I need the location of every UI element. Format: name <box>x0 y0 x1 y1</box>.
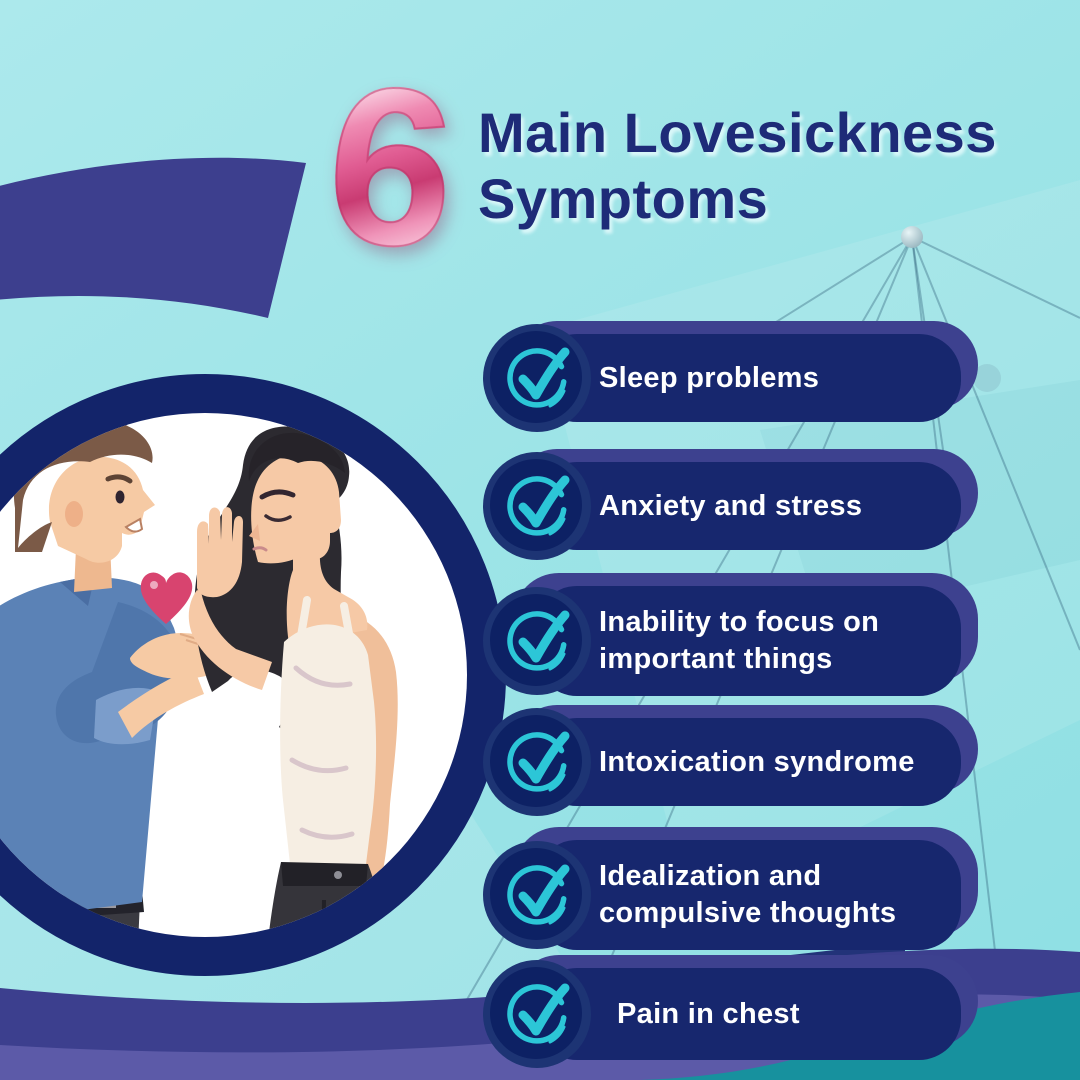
decor-arc <box>0 157 306 318</box>
page-title: Main Lovesickness Symptoms <box>478 100 1038 232</box>
symptom-item: Inability to focus on important things <box>483 573 978 696</box>
symptom-item: Anxiety and stress <box>483 449 978 560</box>
symptom-pill: Pain in chest <box>535 968 961 1060</box>
symptom-label: Intoxication syndrome <box>599 745 915 778</box>
symptom-pill: Intoxication syndrome <box>535 718 961 806</box>
symptom-item: Pain in chest <box>483 955 978 1068</box>
symptom-pill: Inability to focus on important things <box>535 586 961 696</box>
symptom-label: Pain in chest <box>617 997 800 1030</box>
photo-ring <box>0 374 506 976</box>
blurred-node <box>973 364 1001 392</box>
balloon-number: 6 <box>298 37 484 297</box>
symptom-pill: Anxiety and stress <box>535 462 961 550</box>
symptom-item: Idealization and compulsive thoughts <box>483 827 978 950</box>
symptom-label: Sleep problems <box>599 361 820 394</box>
symptom-label: Inability to focus on important things <box>599 606 880 675</box>
check-circle-icon <box>483 324 591 432</box>
check-circle-icon <box>483 587 591 695</box>
symptom-pill: Sleep problems <box>535 334 961 422</box>
symptom-item: Sleep problems <box>483 321 978 432</box>
check-circle-icon <box>483 708 591 816</box>
symptom-item: Intoxication syndrome <box>483 705 978 816</box>
title-line-1: Main Lovesickness <box>478 101 997 164</box>
symptom-label: Idealization and compulsive thoughts <box>599 860 897 929</box>
check-circle-icon <box>483 452 591 560</box>
check-circle-icon <box>483 841 591 949</box>
title-line-2: Symptoms <box>478 167 769 230</box>
symptom-label: Anxiety and stress <box>599 489 863 522</box>
check-circle-icon <box>483 960 591 1068</box>
network-node <box>901 226 923 248</box>
symptom-pill: Idealization and compulsive thoughts <box>535 840 961 950</box>
